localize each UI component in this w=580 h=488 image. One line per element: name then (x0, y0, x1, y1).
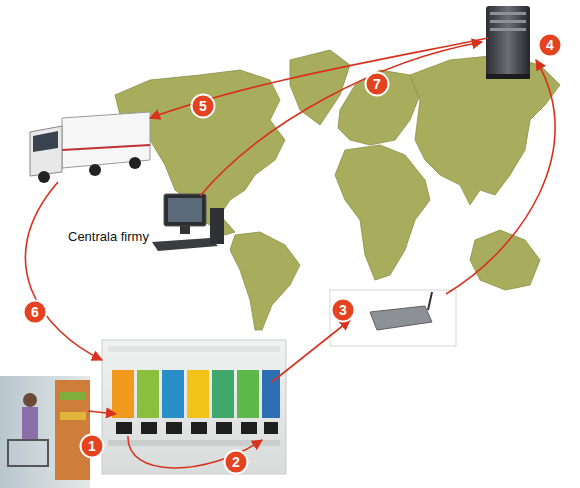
photo-trolley (8, 440, 48, 466)
screen (168, 198, 202, 222)
africa (335, 145, 430, 280)
flow-arrow (446, 60, 555, 294)
truck-wheel (38, 171, 50, 183)
flow-arrow (88, 411, 116, 414)
callout-number: 1 (79, 433, 105, 459)
computer (152, 194, 224, 251)
shelf-tag (191, 422, 207, 434)
asia (410, 55, 560, 205)
product-box (212, 370, 234, 418)
product-box (187, 370, 209, 418)
place-label: Centrala firmy (68, 229, 149, 244)
callout-number: 2 (223, 449, 249, 475)
callout-number: 2 (232, 455, 240, 469)
shelf-tag (141, 422, 157, 434)
flow-arrow (150, 38, 488, 118)
callout-number: 5 (190, 93, 216, 119)
callout-circle (225, 451, 248, 474)
callout-number: 6 (31, 305, 39, 319)
callout-circle (332, 299, 355, 322)
shelf-tag (116, 422, 132, 434)
photo-produce (55, 380, 90, 480)
australia (470, 230, 540, 290)
callout-number: 1 (88, 439, 96, 453)
monitor-stand (180, 226, 190, 234)
shelf-tag (241, 422, 257, 434)
callout-circle (366, 73, 389, 96)
shelf-frame (102, 340, 286, 474)
shelf-board (108, 346, 280, 352)
store-shelf (102, 340, 286, 474)
callout-number: 4 (546, 38, 554, 52)
callout-number: 6 (22, 299, 48, 325)
callout-circle (81, 435, 104, 458)
south-america (230, 232, 300, 330)
callout-circle (24, 301, 47, 324)
product-box (112, 370, 134, 418)
callout-number: 3 (330, 297, 356, 323)
callout-number: 7 (373, 77, 381, 91)
product-box (162, 370, 184, 418)
shelf-tag (216, 422, 232, 434)
photo-person (23, 393, 37, 407)
server-tower (486, 6, 530, 79)
europe (338, 70, 420, 145)
server-slot (490, 28, 526, 31)
truck-wheel (129, 157, 141, 169)
server-slot (490, 12, 526, 15)
photo-background (0, 376, 90, 488)
rfid-reader (330, 290, 456, 346)
truck-wheel (89, 164, 101, 176)
truck-trailer (62, 112, 150, 168)
reader-device (370, 306, 432, 330)
flow-arrow (25, 182, 102, 360)
truck-window (33, 131, 58, 152)
callout-number: 5 (199, 99, 207, 113)
shopper-photo (0, 376, 90, 488)
reader-panel (330, 290, 456, 346)
keyboard (152, 238, 218, 251)
monitor (164, 194, 206, 226)
server-body (486, 6, 530, 78)
product-box (137, 370, 159, 418)
callout-number: 3 (339, 303, 347, 317)
shelf-tag (264, 422, 278, 434)
server-slot (490, 20, 526, 23)
server-base (486, 74, 530, 79)
truck-cab (30, 126, 62, 176)
shelf-tag (166, 422, 182, 434)
flow-arrow (200, 42, 482, 196)
photo-person (22, 407, 38, 439)
callout-number: 4 (537, 32, 563, 58)
pc-case (210, 208, 224, 244)
callout-circle (539, 34, 562, 57)
truck (30, 112, 150, 183)
callout-circle (192, 95, 215, 118)
callout-number: 7 (364, 71, 390, 97)
product-box (237, 370, 259, 418)
flow-arrows (25, 38, 555, 468)
photo-produce (60, 392, 86, 400)
photo-produce (60, 412, 86, 420)
flow-arrow (272, 320, 350, 382)
truck-stripe (62, 145, 150, 150)
reader-antenna (428, 292, 432, 310)
